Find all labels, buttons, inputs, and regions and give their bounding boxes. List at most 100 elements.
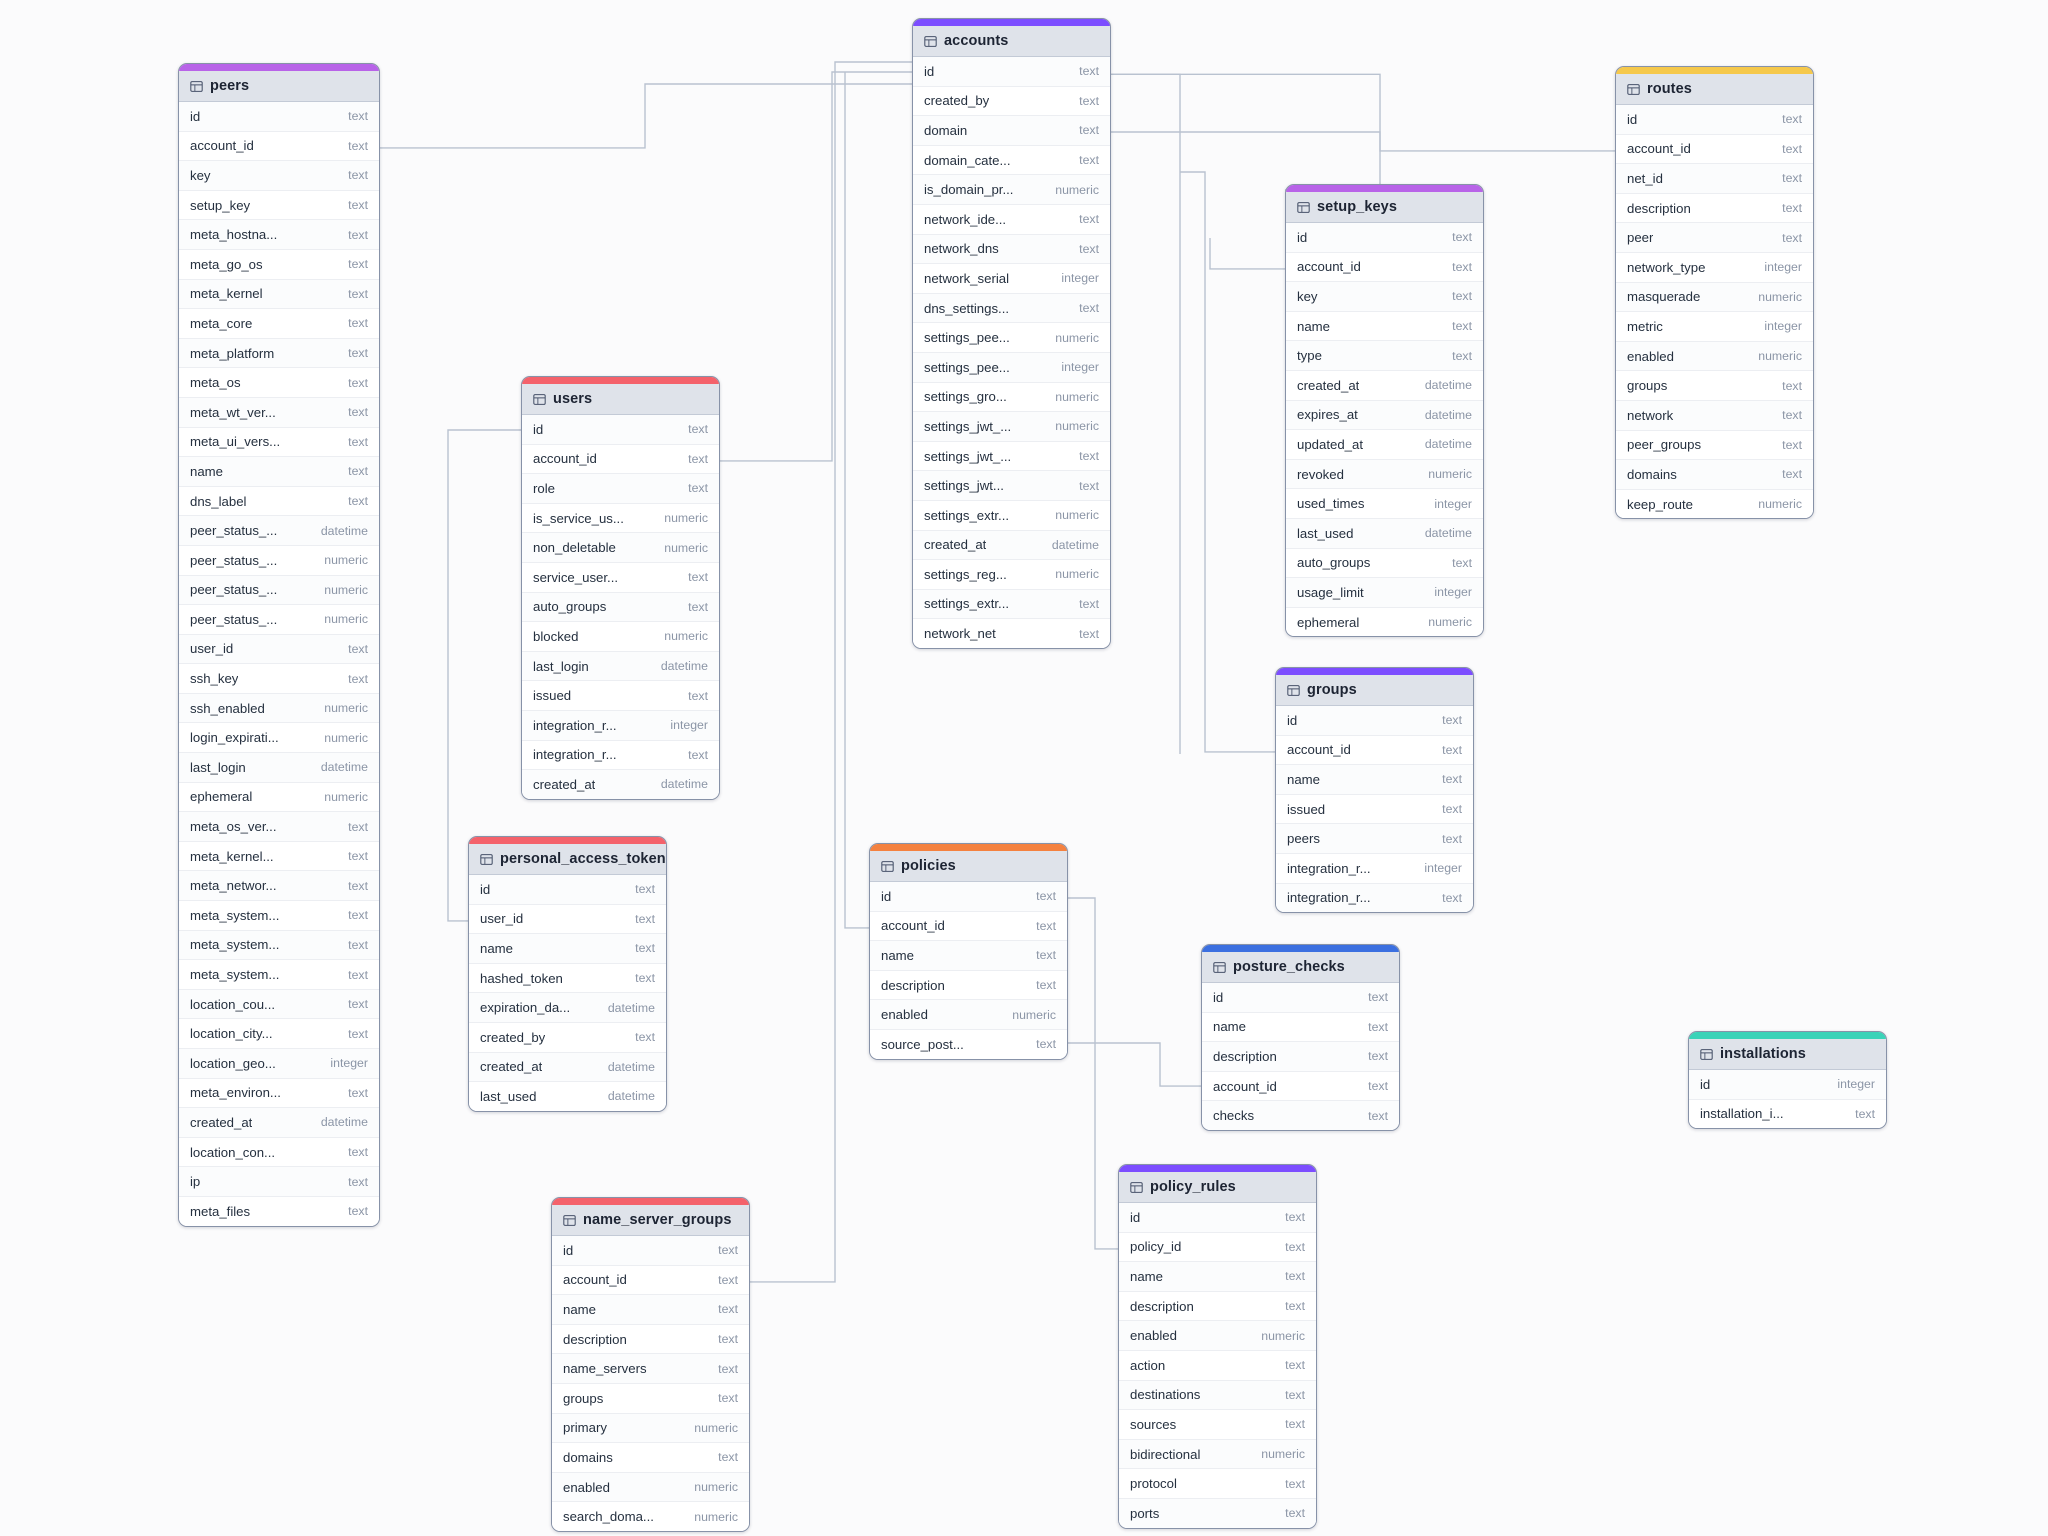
table-header-routes[interactable]: routes <box>1616 74 1813 105</box>
column-row[interactable]: peer_status_...datetime <box>179 516 379 546</box>
column-row[interactable]: integration_r...text <box>1276 883 1473 913</box>
column-row[interactable]: settings_extr...numeric <box>913 500 1110 531</box>
column-row[interactable]: service_user...text <box>522 562 719 593</box>
column-row[interactable]: location_cou...text <box>179 989 379 1020</box>
column-row[interactable]: settings_pee...numeric <box>913 323 1110 353</box>
column-row[interactable]: integration_r...text <box>522 740 719 771</box>
column-row[interactable]: location_con...text <box>179 1137 379 1168</box>
column-row[interactable]: integration_r...integer <box>522 710 719 741</box>
column-row[interactable]: meta_ui_vers...text <box>179 427 379 458</box>
column-row[interactable]: is_domain_pr...numeric <box>913 175 1110 205</box>
table-header-peers[interactable]: peers <box>179 71 379 102</box>
table-header-users[interactable]: users <box>522 384 719 415</box>
table-header-policies[interactable]: policies <box>870 851 1067 882</box>
column-row[interactable]: source_post...text <box>870 1029 1067 1059</box>
column-row[interactable]: settings_extr...text <box>913 589 1110 620</box>
column-row[interactable]: meta_hostna...text <box>179 220 379 250</box>
table-header-personal_access_tokens[interactable]: personal_access_tokens <box>469 844 666 875</box>
column-row[interactable]: network_ide...text <box>913 204 1110 235</box>
column-row[interactable]: settings_pee...integer <box>913 352 1110 383</box>
column-row[interactable]: installation_i...text <box>1689 1099 1886 1129</box>
column-row[interactable]: meta_system...text <box>179 960 379 990</box>
column-row[interactable]: settings_jwt...text <box>913 471 1110 501</box>
column-row[interactable]: peer_status_...numeric <box>179 545 379 576</box>
column-row[interactable]: is_service_us...numeric <box>522 503 719 534</box>
column-row[interactable]: login_expirati...numeric <box>179 723 379 754</box>
table-header-groups[interactable]: groups <box>1276 675 1473 706</box>
column-row[interactable]: settings_reg...numeric <box>913 560 1110 590</box>
